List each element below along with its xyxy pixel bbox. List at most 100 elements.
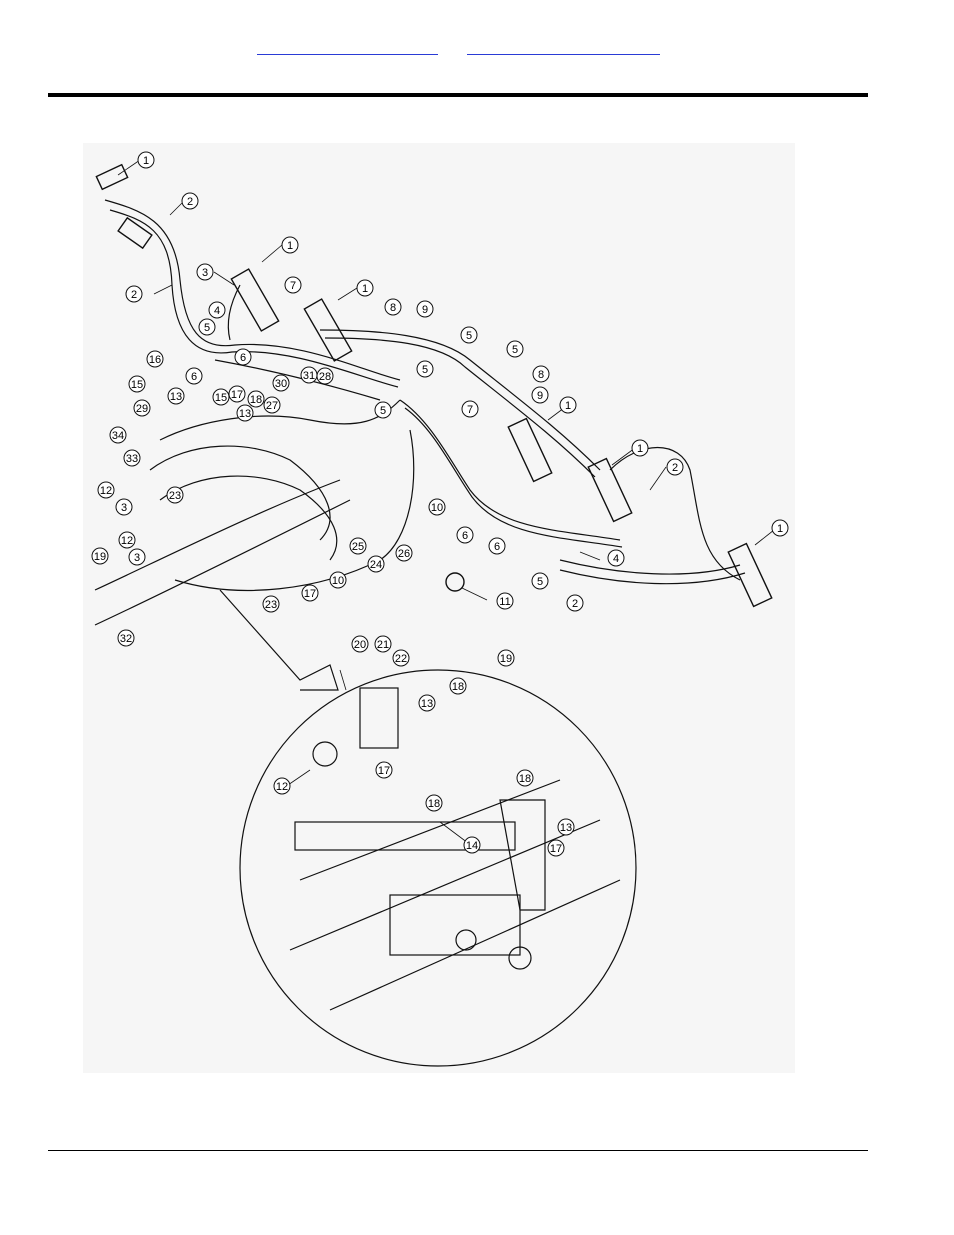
callout-label: 19 <box>500 653 512 665</box>
callout-c7b: 7 <box>462 401 478 417</box>
callout-label: 16 <box>149 354 161 366</box>
callout-label: 18 <box>428 798 440 810</box>
callout-label: 21 <box>377 639 389 651</box>
callout-c1f: 1 <box>772 520 788 536</box>
callout-label: 4 <box>613 553 619 565</box>
callout-label: 2 <box>672 462 678 474</box>
callout-c30: 30 <box>273 375 289 391</box>
callout-label: 5 <box>537 576 543 588</box>
callout-c13c: 13 <box>419 695 435 711</box>
callout-c5f: 5 <box>532 573 548 589</box>
callout-c33: 33 <box>124 450 140 466</box>
callout-label: 5 <box>422 364 428 376</box>
callout-label: 20 <box>354 639 366 651</box>
callout-c25: 25 <box>350 538 366 554</box>
callout-c27: 27 <box>264 397 280 413</box>
callout-label: 18 <box>452 681 464 693</box>
callout-c6a: 6 <box>235 349 251 365</box>
callout-label: 24 <box>370 559 382 571</box>
callout-label: 3 <box>134 552 140 564</box>
callout-label: 14 <box>466 840 478 852</box>
callout-label: 5 <box>380 405 386 417</box>
callout-label: 2 <box>572 598 578 610</box>
callout-label: 17 <box>378 765 390 777</box>
callout-c2c: 2 <box>667 459 683 475</box>
callout-c1a: 1 <box>138 152 154 168</box>
callout-c5e: 5 <box>375 402 391 418</box>
callout-c20: 20 <box>352 636 368 652</box>
callout-label: 15 <box>215 392 227 404</box>
callout-c18a: 18 <box>248 391 264 407</box>
callout-c23b: 23 <box>263 596 279 612</box>
callout-c5b: 5 <box>461 327 477 343</box>
callout-c18d: 18 <box>517 770 533 786</box>
callout-c9b: 9 <box>532 387 548 403</box>
callout-c14: 14 <box>464 837 480 853</box>
callout-c1d: 1 <box>560 397 576 413</box>
callout-c17b: 17 <box>302 585 318 601</box>
callout-label: 9 <box>537 390 543 402</box>
callout-label: 6 <box>191 371 197 383</box>
callout-label: 23 <box>169 490 181 502</box>
callout-label: 28 <box>319 371 331 383</box>
callout-label: 1 <box>287 240 293 252</box>
callout-label: 25 <box>352 541 364 553</box>
callout-c13d: 13 <box>558 819 574 835</box>
callout-c6b: 6 <box>186 368 202 384</box>
callout-label: 17 <box>231 389 243 401</box>
callout-c10b: 10 <box>330 572 346 588</box>
callout-label: 29 <box>136 403 148 415</box>
callout-label: 1 <box>637 443 643 455</box>
callout-label: 7 <box>467 404 473 416</box>
callout-label: 2 <box>131 289 137 301</box>
callout-c5c: 5 <box>507 341 523 357</box>
callout-label: 27 <box>266 400 278 412</box>
callout-label: 19 <box>94 551 106 563</box>
callout-c5d: 5 <box>417 361 433 377</box>
callout-label: 5 <box>512 344 518 356</box>
callout-c10a: 10 <box>429 499 445 515</box>
callout-c3c: 3 <box>129 549 145 565</box>
callout-c6c: 6 <box>457 527 473 543</box>
callout-c3b: 3 <box>116 499 132 515</box>
callout-c23a: 23 <box>167 487 183 503</box>
callout-c17d: 17 <box>548 840 564 856</box>
callout-c22: 22 <box>393 650 409 666</box>
callout-c5a: 5 <box>199 319 215 335</box>
callout-c4b: 4 <box>608 550 624 566</box>
callout-label: 8 <box>538 369 544 381</box>
callout-c6d: 6 <box>489 538 505 554</box>
callout-label: 17 <box>550 843 562 855</box>
callout-label: 3 <box>121 502 127 514</box>
callout-label: 13 <box>560 822 572 834</box>
callout-label: 18 <box>519 773 531 785</box>
callout-label: 10 <box>332 575 344 587</box>
callout-c24: 24 <box>368 556 384 572</box>
callout-c8a: 8 <box>385 299 401 315</box>
callout-c1b: 1 <box>282 237 298 253</box>
callout-c2d: 2 <box>567 595 583 611</box>
callout-label: 12 <box>121 535 133 547</box>
callout-label: 15 <box>131 379 143 391</box>
callout-label: 7 <box>290 280 296 292</box>
callout-label: 1 <box>777 523 783 535</box>
callout-c12a: 12 <box>98 482 114 498</box>
callout-label: 6 <box>462 530 468 542</box>
callout-label: 1 <box>362 283 368 295</box>
callout-label: 22 <box>395 653 407 665</box>
callout-c28a: 28 <box>317 368 333 384</box>
callout-label: 18 <box>250 394 262 406</box>
callout-label: 12 <box>276 781 288 793</box>
callout-label: 17 <box>304 588 316 600</box>
callout-label: 5 <box>466 330 472 342</box>
callout-c15b: 15 <box>213 389 229 405</box>
callout-label: 33 <box>126 453 138 465</box>
callout-c13b: 13 <box>237 405 253 421</box>
callout-label: 1 <box>143 155 149 167</box>
callout-c32: 32 <box>118 630 134 646</box>
callout-c18b: 18 <box>450 678 466 694</box>
callout-c11: 11 <box>497 593 513 609</box>
callout-c16: 16 <box>147 351 163 367</box>
callout-c2a: 2 <box>182 193 198 209</box>
